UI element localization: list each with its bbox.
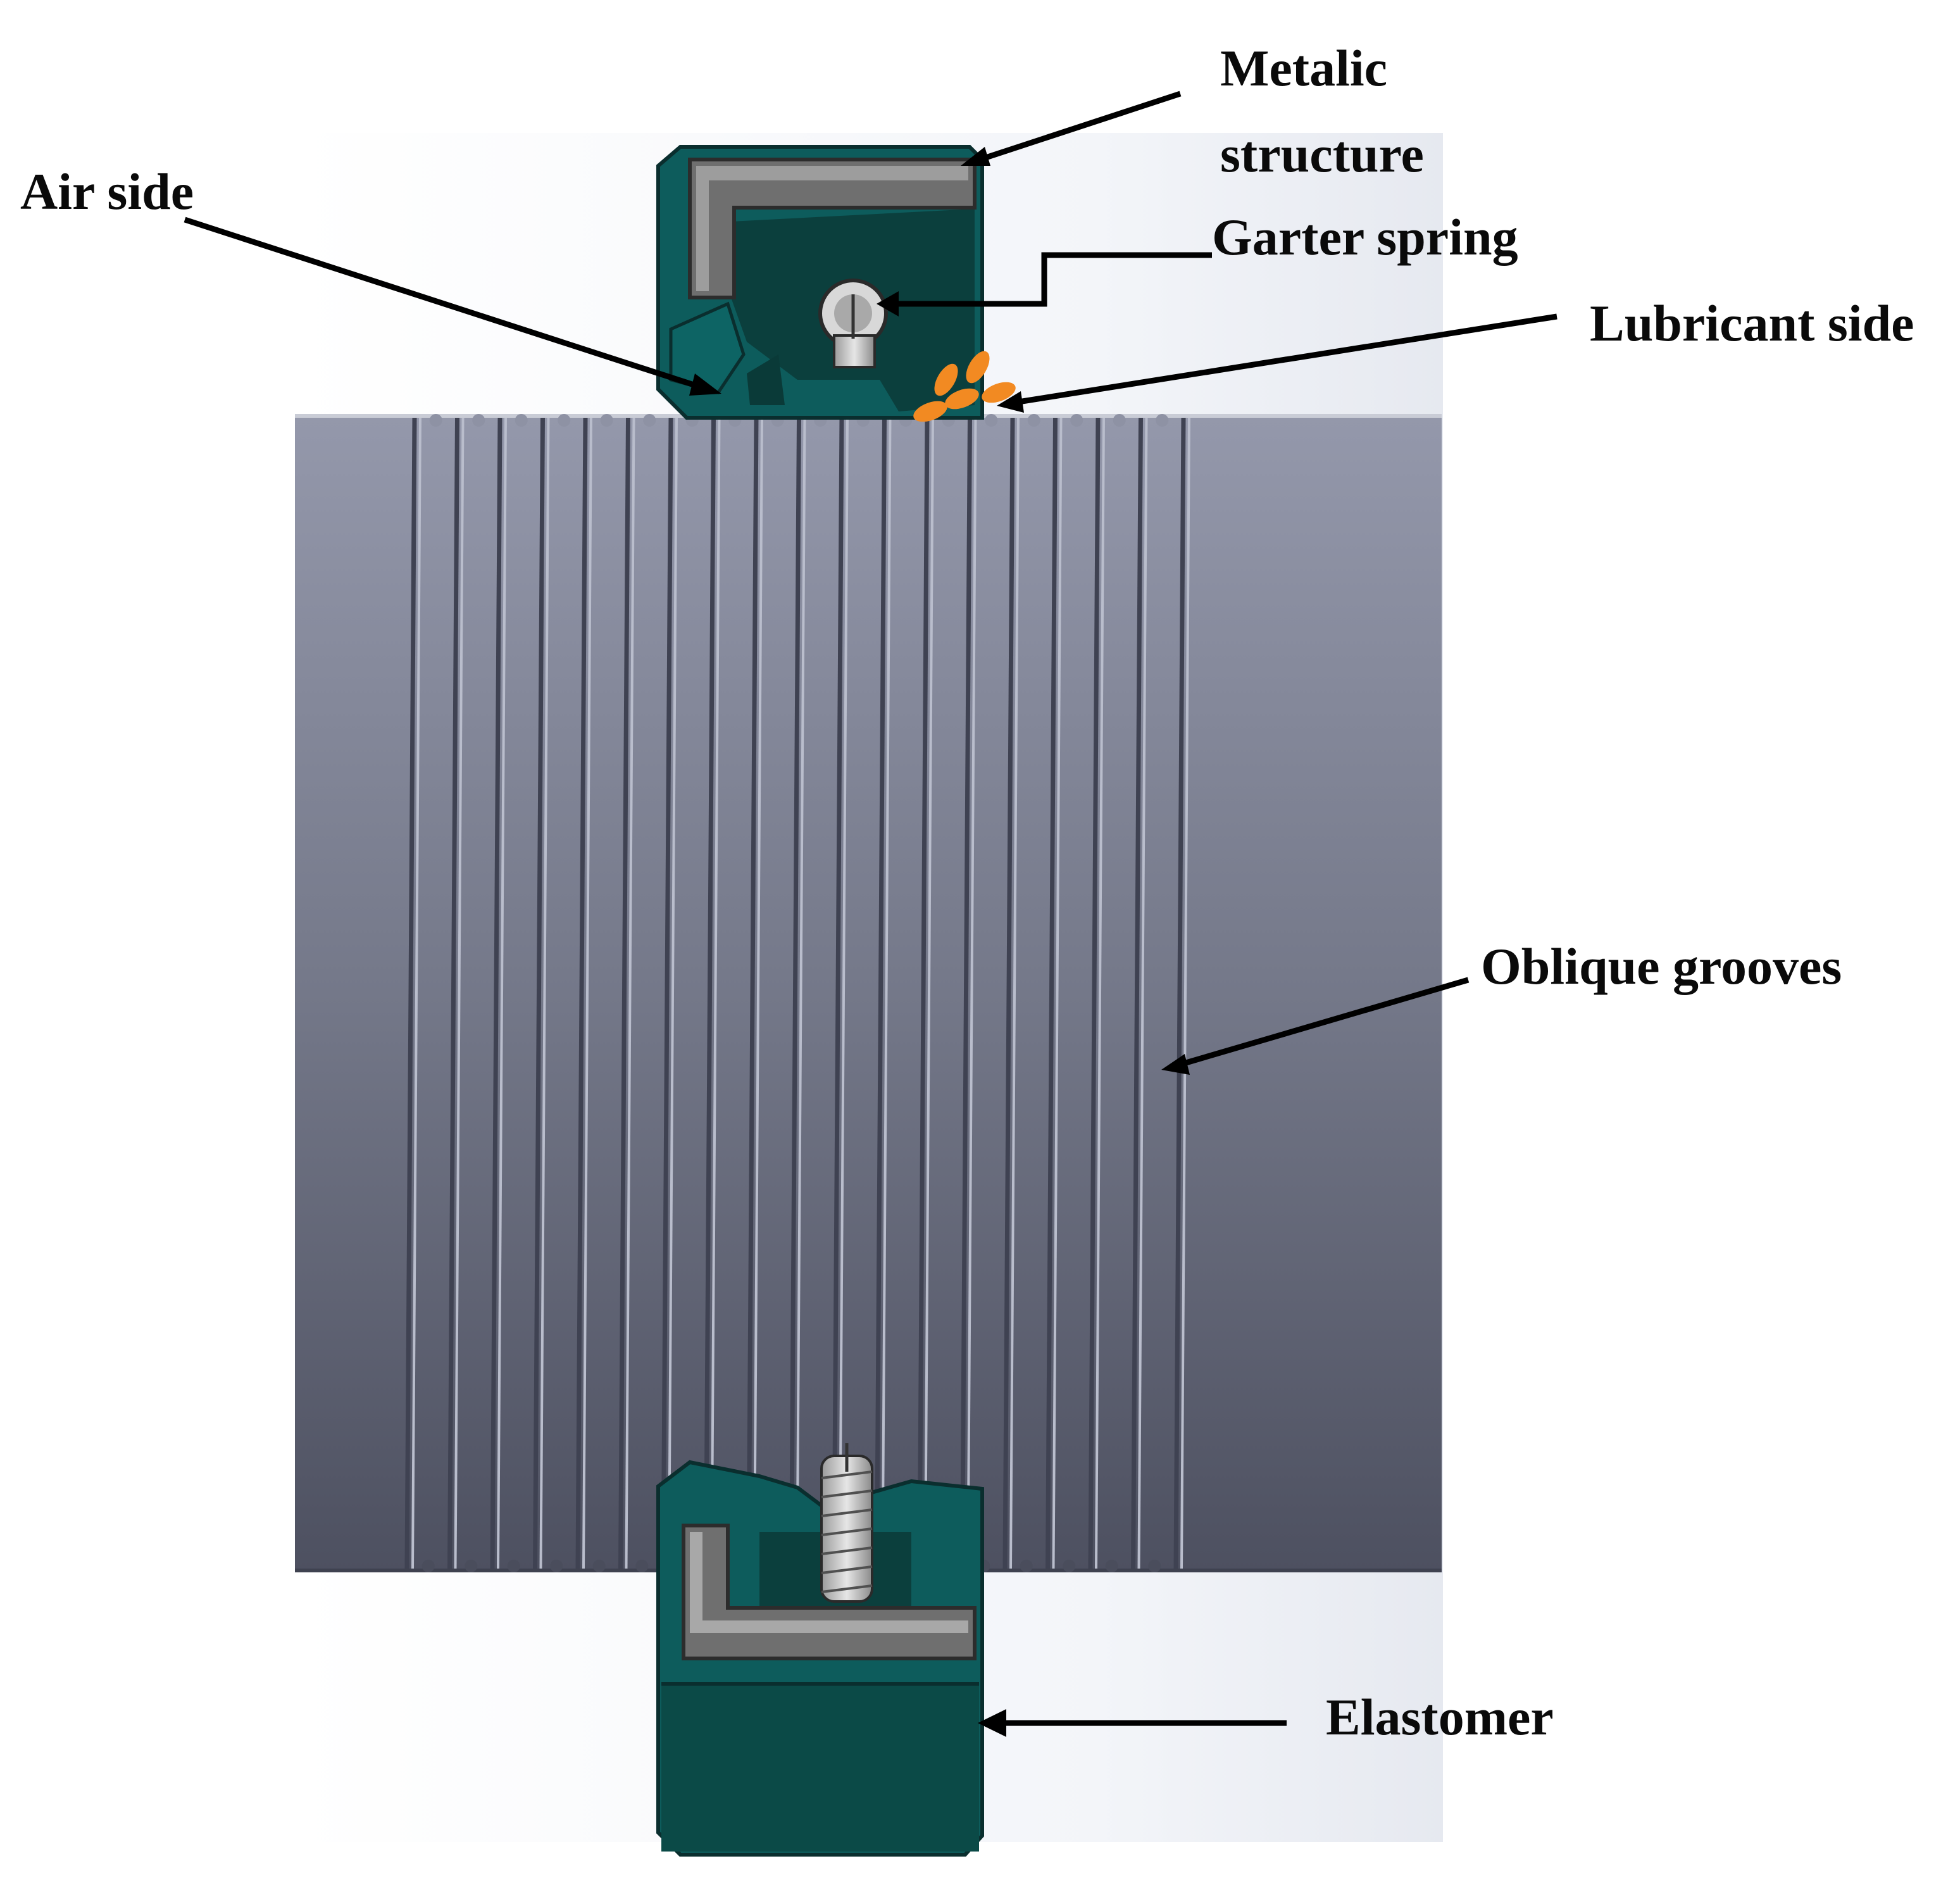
groove-line xyxy=(917,417,930,1569)
groove-line xyxy=(661,417,673,1569)
groove-edge-scallop xyxy=(1148,1560,1161,1572)
groove-highlight xyxy=(582,417,592,1569)
groove-line xyxy=(533,417,545,1569)
label-elastomer: Elastomer xyxy=(1326,1688,1554,1746)
groove-line xyxy=(1173,417,1186,1569)
groove-edge-scallop xyxy=(550,1560,563,1572)
garter-spring-leader xyxy=(883,252,1212,307)
groove-line xyxy=(404,417,417,1569)
groove-edge-scallop xyxy=(429,414,442,427)
lubricant-droplets xyxy=(913,351,1016,422)
groove-highlight xyxy=(454,417,465,1569)
groove-line xyxy=(490,417,502,1569)
metallic-structure-leader xyxy=(967,91,1182,166)
groove-edge-scallop xyxy=(592,1560,606,1572)
label-oblique-grooves: Oblique grooves xyxy=(1481,937,1842,995)
groove-line xyxy=(575,417,588,1569)
groove-highlight xyxy=(839,417,849,1569)
groove-highlight xyxy=(411,417,421,1569)
groove-edge-scallop xyxy=(643,414,656,427)
groove-edge-scallop xyxy=(465,1560,478,1572)
groove-edge-scallop xyxy=(1070,414,1083,427)
groove-edge-scallop xyxy=(985,414,998,427)
groove-edge-scallop xyxy=(1156,414,1169,427)
label-air-side: Air side xyxy=(20,163,194,220)
groove-edge-scallop xyxy=(600,414,613,427)
metallic-structure-arrowhead xyxy=(961,147,990,166)
label-lubricant-side: Lubricant side xyxy=(1590,294,1914,352)
groove-highlight xyxy=(1180,417,1190,1569)
groove-edge-scallop xyxy=(1020,1560,1033,1572)
groove-highlight xyxy=(710,417,721,1569)
groove-edge-scallop xyxy=(1027,414,1040,427)
groove-edge-scallop xyxy=(515,414,528,427)
groove-line xyxy=(447,417,459,1569)
groove-highlight xyxy=(966,417,977,1569)
oblique-grooves-arrowhead xyxy=(1161,1054,1190,1075)
groove-highlight xyxy=(1095,417,1105,1569)
groove-line xyxy=(1088,417,1101,1569)
groove-line xyxy=(960,417,972,1569)
air-side-arrowhead xyxy=(689,373,721,396)
groove-edge-scallop xyxy=(421,1560,435,1572)
groove-edge-scallop xyxy=(507,1560,520,1572)
groove-edge-scallop xyxy=(1113,414,1126,427)
groove-highlight xyxy=(881,417,892,1569)
groove-highlight xyxy=(625,417,635,1569)
groove-highlight xyxy=(1052,417,1063,1569)
groove-line xyxy=(704,417,716,1569)
groove-edge-scallop xyxy=(635,1560,649,1572)
groove-edge-scallop xyxy=(558,414,571,427)
label-metallic-structure: Metalic structure xyxy=(1220,39,1424,183)
air-side-leader xyxy=(184,216,709,392)
label-garter-spring: Garter spring xyxy=(1212,208,1518,266)
lubricant-side-arrowhead xyxy=(997,391,1024,413)
groove-highlight xyxy=(753,417,763,1569)
groove-highlight xyxy=(497,417,507,1569)
garter-spring-arrowhead xyxy=(877,291,899,316)
groove-highlight xyxy=(668,417,678,1569)
top-seal-lip xyxy=(669,301,746,394)
groove-highlight xyxy=(924,417,934,1569)
top-garter-spring xyxy=(818,279,888,368)
groove-line xyxy=(1046,417,1058,1569)
groove-line xyxy=(832,417,844,1569)
oblique-grooves xyxy=(404,414,1190,1572)
bottom-garter-spring xyxy=(820,1443,873,1603)
groove-line xyxy=(789,417,801,1569)
groove-edge-scallop xyxy=(1063,1560,1076,1572)
shaft xyxy=(295,414,1442,1572)
groove-line xyxy=(618,417,630,1569)
groove-line xyxy=(875,417,887,1569)
groove-highlight xyxy=(1137,417,1148,1569)
elastomer-arrowhead xyxy=(978,1709,1006,1737)
groove-edge-scallop xyxy=(1105,1560,1118,1572)
groove-highlight xyxy=(796,417,806,1569)
top-seal-section xyxy=(656,145,1016,422)
groove-line xyxy=(1131,417,1143,1569)
bottom-seal-section xyxy=(656,1443,984,1857)
oblique-grooves-leader xyxy=(1170,977,1470,1070)
groove-edge-scallop xyxy=(472,414,485,427)
bottom-seal-body xyxy=(661,1684,979,1852)
groove-line xyxy=(1002,417,1015,1569)
groove-line xyxy=(746,417,759,1569)
lubricant-side-leader xyxy=(1006,313,1557,407)
leader-lines xyxy=(184,91,1557,1737)
groove-highlight xyxy=(1009,417,1020,1569)
groove-highlight xyxy=(539,417,550,1569)
